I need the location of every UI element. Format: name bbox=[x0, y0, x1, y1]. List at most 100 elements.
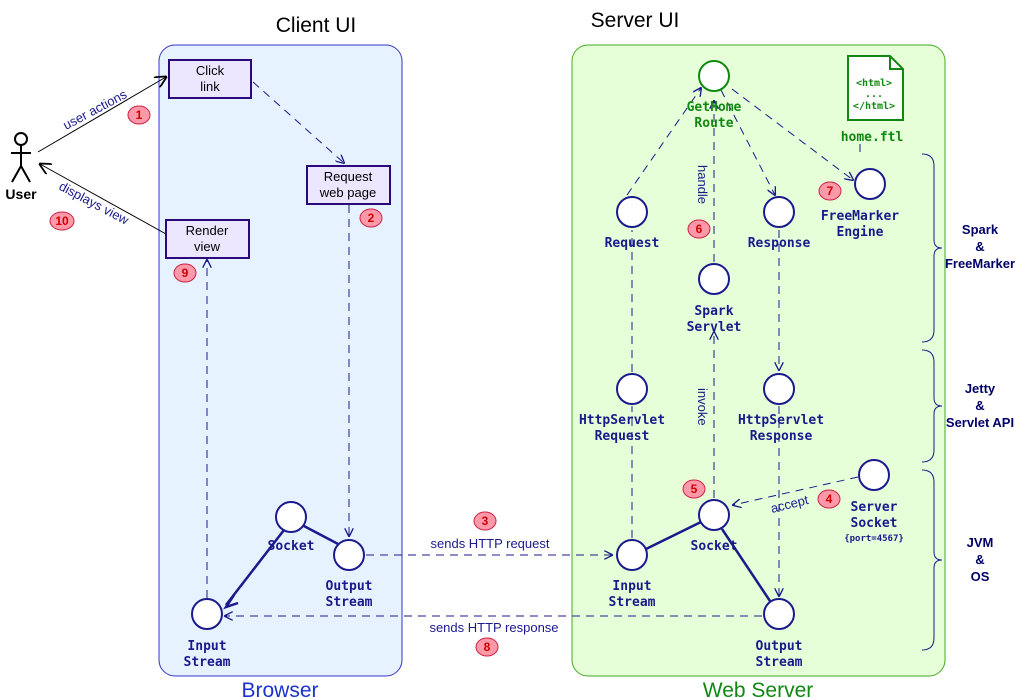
svg-text:link: link bbox=[200, 79, 220, 94]
server-socket-node bbox=[858, 459, 890, 491]
client-socket-node bbox=[275, 501, 307, 533]
svg-text:view: view bbox=[194, 239, 221, 254]
svg-text:Engine: Engine bbox=[837, 225, 884, 240]
spark-layer-label: Spark & FreeMarker bbox=[945, 222, 1015, 271]
step-badge-2: 2 bbox=[359, 208, 383, 228]
template-file-icon: <html> ... </html> bbox=[847, 55, 904, 121]
step-badge-8: 8 bbox=[475, 637, 499, 657]
client-socket-output-link bbox=[301, 523, 341, 547]
svg-text:Input: Input bbox=[187, 639, 226, 654]
svg-text:Request: Request bbox=[605, 236, 660, 251]
httpservlet-response-node bbox=[763, 373, 795, 405]
step-badge-4: 4 bbox=[817, 489, 841, 509]
gethome-to-freemarker-edge bbox=[731, 88, 853, 180]
svg-text:Stream: Stream bbox=[609, 595, 656, 610]
svg-text:Request: Request bbox=[324, 169, 373, 184]
svg-text:2: 2 bbox=[368, 211, 375, 225]
svg-text:OS: OS bbox=[971, 569, 990, 584]
step-badge-9: 9 bbox=[173, 263, 197, 283]
svg-text:Socket: Socket bbox=[851, 516, 898, 531]
request-web-page-box: Request web page bbox=[306, 165, 391, 205]
svg-text:Jetty: Jetty bbox=[965, 381, 996, 396]
jvm-layer-brace bbox=[921, 469, 943, 651]
server-panel bbox=[571, 44, 946, 677]
server-socket-accept-edge bbox=[733, 476, 859, 505]
user-actions-edge bbox=[37, 77, 166, 153]
svg-text:&: & bbox=[975, 552, 984, 567]
step-badge-7: 7 bbox=[818, 181, 842, 201]
svg-text:&: & bbox=[975, 398, 984, 413]
svg-text:Spark: Spark bbox=[694, 304, 733, 319]
svg-text:Request: Request bbox=[595, 429, 650, 444]
gethome-to-response-edge bbox=[720, 89, 775, 195]
svg-text:&: & bbox=[975, 239, 984, 254]
jetty-layer-label: Jetty & Servlet API bbox=[946, 381, 1014, 430]
spark-layer-brace bbox=[921, 153, 943, 343]
svg-text:Route: Route bbox=[694, 116, 733, 131]
svg-text:9: 9 bbox=[182, 266, 189, 280]
svg-text:4: 4 bbox=[826, 492, 833, 506]
jvm-layer-label: JVM & OS bbox=[967, 535, 994, 584]
svg-text:<html>: <html> bbox=[856, 78, 892, 89]
jetty-layer-brace bbox=[921, 349, 943, 463]
svg-text:JVM: JVM bbox=[967, 535, 994, 550]
svg-text:5: 5 bbox=[691, 482, 698, 496]
user-actions-label: user actions bbox=[60, 86, 129, 132]
svg-text:Spark: Spark bbox=[962, 222, 999, 237]
template-file-name: home.ftl bbox=[841, 130, 904, 145]
svg-text:{port=4567}: {port=4567} bbox=[844, 534, 904, 544]
svg-text:1: 1 bbox=[136, 108, 143, 122]
svg-text:Response: Response bbox=[748, 236, 811, 251]
server-socket-conn-node bbox=[698, 499, 730, 531]
step-badge-3: 3 bbox=[473, 511, 497, 531]
browser-heading: Browser bbox=[241, 679, 318, 698]
svg-text:web page: web page bbox=[319, 185, 376, 200]
client-ui-heading: Client UI bbox=[276, 14, 357, 37]
handle-label: handle bbox=[695, 165, 710, 204]
server-request-node bbox=[616, 196, 648, 228]
click-link-box: Click link bbox=[168, 59, 252, 99]
click-to-request-edge bbox=[252, 81, 344, 163]
displays-view-edge bbox=[40, 164, 167, 235]
gethome-route-node bbox=[698, 60, 730, 92]
svg-text:7: 7 bbox=[827, 184, 834, 198]
svg-text:Output: Output bbox=[326, 579, 373, 594]
client-output-stream-node bbox=[333, 539, 365, 571]
svg-text:HttpServlet: HttpServlet bbox=[738, 413, 824, 428]
svg-text:Server: Server bbox=[851, 500, 898, 515]
user-actor bbox=[11, 132, 31, 183]
client-input-stream-node bbox=[191, 598, 223, 630]
svg-text:FreeMarker: FreeMarker bbox=[945, 256, 1015, 271]
invoke-label: invoke bbox=[695, 388, 710, 426]
step-badge-5: 5 bbox=[682, 479, 706, 499]
request-to-gethome-edge bbox=[626, 88, 701, 196]
svg-text:Input: Input bbox=[612, 579, 651, 594]
svg-text:Stream: Stream bbox=[326, 595, 373, 610]
svg-text:Servlet API: Servlet API bbox=[946, 415, 1014, 430]
step-badge-10: 10 bbox=[49, 211, 75, 231]
client-socket-label: Socket bbox=[268, 539, 315, 554]
sends-response-label: sends HTTP response bbox=[429, 620, 558, 635]
svg-text:Output: Output bbox=[756, 639, 803, 654]
step-badge-6: 6 bbox=[687, 219, 711, 239]
server-response-node bbox=[763, 196, 795, 228]
svg-text:Render: Render bbox=[186, 223, 229, 238]
svg-text:Socket: Socket bbox=[691, 539, 738, 554]
server-socket-output-link bbox=[720, 528, 772, 602]
svg-text:6: 6 bbox=[696, 222, 703, 236]
svg-text:Servlet: Servlet bbox=[687, 320, 742, 335]
step-badge-1: 1 bbox=[127, 105, 151, 125]
server-input-socket-link bbox=[645, 519, 704, 551]
user-label: User bbox=[5, 186, 37, 202]
svg-text:GetHome: GetHome bbox=[687, 100, 742, 115]
svg-text:Stream: Stream bbox=[184, 655, 231, 670]
svg-text:</html>: </html> bbox=[853, 101, 895, 112]
sends-request-label: sends HTTP request bbox=[431, 536, 550, 551]
render-view-box: Render view bbox=[165, 219, 250, 259]
httpservlet-request-node bbox=[616, 373, 648, 405]
svg-text:...: ... bbox=[865, 89, 883, 100]
freemarker-engine-node bbox=[854, 168, 886, 200]
server-ui-heading: Server UI bbox=[591, 9, 680, 32]
svg-text:10: 10 bbox=[55, 214, 69, 228]
